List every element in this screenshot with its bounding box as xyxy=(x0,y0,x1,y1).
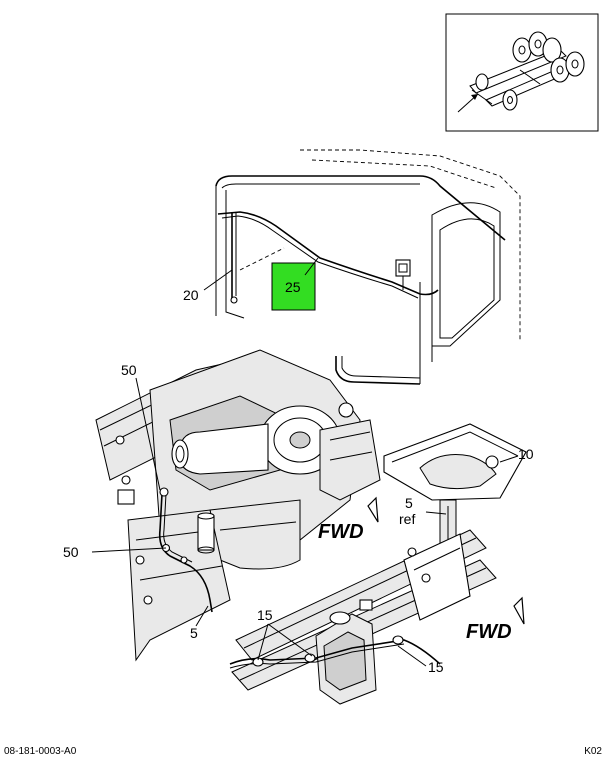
callout-50-top[interactable]: 50 xyxy=(121,362,137,378)
callout-15-right[interactable]: 15 xyxy=(428,659,444,675)
fwd-marker-lower: FWD xyxy=(466,596,525,643)
footer-drawing-number: 08-181-0003-A0 xyxy=(4,746,77,757)
engine-assembly xyxy=(95,349,381,662)
fwd-arrow-lower-icon xyxy=(513,596,525,625)
callout-5-bottom[interactable]: 5 xyxy=(190,625,198,641)
callout-5-ref-number[interactable]: 5 xyxy=(405,495,413,511)
footer-sheet-code: K02 xyxy=(584,746,602,757)
callout-50-left[interactable]: 50 xyxy=(63,544,79,560)
callout-10[interactable]: 10 xyxy=(518,446,534,462)
fwd-label-lower: FWD xyxy=(466,621,512,643)
fwd-label-upper: FWD xyxy=(318,521,364,543)
callout-25[interactable]: 25 xyxy=(285,279,301,295)
frame-and-transmission xyxy=(229,423,527,705)
fwd-marker-upper: FWD xyxy=(318,496,379,543)
callout-5-ref-word: ref xyxy=(399,511,415,527)
callout-20[interactable]: 20 xyxy=(183,287,199,303)
fwd-arrow-upper-icon xyxy=(367,496,379,523)
callout-15-top[interactable]: 15 xyxy=(257,607,273,623)
chassis-locator-inset xyxy=(445,13,599,132)
cab-back-panel xyxy=(215,149,521,385)
leader-lines xyxy=(91,257,519,667)
